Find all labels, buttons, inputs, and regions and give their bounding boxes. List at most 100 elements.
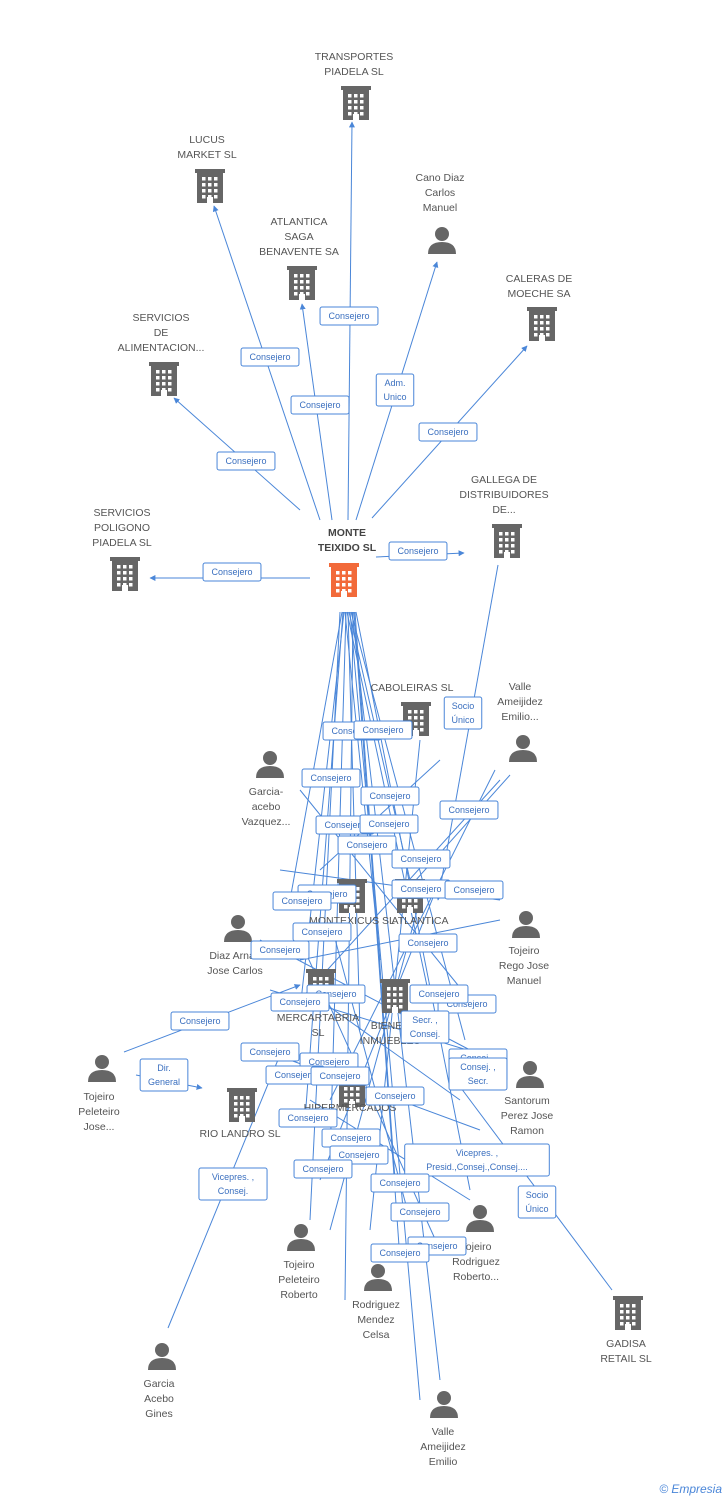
relation-label-text: General [148, 1077, 180, 1087]
person-tojeiro-pel-rob-icon[interactable] [287, 1224, 315, 1251]
person-tojeiro-rod-icon[interactable] [466, 1205, 494, 1232]
relation-label-text: Único [451, 715, 474, 725]
relation-label-text: Consejero [379, 1248, 420, 1258]
relation-label-text: Consejero [302, 1164, 343, 1174]
relation-label-text: Consejero [374, 1091, 415, 1101]
person-tojeiro-rego-icon[interactable] [512, 911, 540, 938]
node-label-line: BIENES [371, 1020, 410, 1032]
person-diaz-icon[interactable] [224, 915, 252, 942]
relation-label-text: Consejero [399, 1207, 440, 1217]
relation-label[interactable]: Consejero [391, 849, 451, 869]
person-tojeiro-pel-jose-icon[interactable] [88, 1055, 116, 1082]
relation-label[interactable]: Consejero [409, 984, 469, 1004]
company-transportes-building-icon[interactable] [341, 86, 371, 120]
relation-label[interactable]: Adm.Unico [375, 373, 415, 407]
company-gallega-building-icon[interactable] [492, 524, 522, 558]
relation-label[interactable]: Consejero [388, 541, 448, 561]
relation-label-text: Consejero [400, 884, 441, 894]
relation-label[interactable]: Consejero [444, 880, 504, 900]
relation-label[interactable]: Consejero [272, 891, 332, 911]
person-valle1-icon[interactable] [509, 735, 537, 762]
relation-label[interactable]: Consejero [301, 768, 361, 788]
relation-label-text: Consejero [448, 805, 489, 815]
relation-label-text: Consejero [400, 854, 441, 864]
relation-label[interactable]: Consejero [418, 422, 478, 442]
relation-label[interactable]: Consejero [365, 1086, 425, 1106]
relation-label[interactable]: Consejero [293, 1159, 353, 1179]
node-label-line: ALIMENTACION... [118, 342, 205, 354]
relation-label[interactable]: Consejero [390, 1202, 450, 1222]
node-label-line: Emilio... [501, 711, 538, 723]
relation-label-text: Consejero [274, 1070, 315, 1080]
relation-edge [329, 919, 411, 1221]
focus-company-building-icon[interactable] [329, 563, 359, 597]
node-label-line: DE... [492, 504, 515, 516]
person-garcia-acebo-g-icon[interactable] [148, 1343, 176, 1370]
relation-edge [289, 611, 343, 901]
relation-label[interactable]: Consejero [398, 933, 458, 953]
node-label-line: POLIGONO [94, 522, 150, 534]
relation-label-text: Consejero [211, 567, 252, 577]
person-santorum-icon[interactable] [516, 1061, 544, 1088]
relation-label[interactable]: Consejero [202, 562, 262, 582]
relation-label[interactable]: Consejero [240, 347, 300, 367]
relation-label[interactable]: Vicepres. ,Presid.,Consej.,Consej.... [404, 1143, 550, 1177]
relation-label[interactable]: Consejero [439, 800, 499, 820]
relation-label-text: Consejero [308, 1057, 349, 1067]
company-lucus-building-icon[interactable] [195, 169, 225, 203]
node-label-line: Ramon [510, 1125, 544, 1137]
relation-label[interactable]: Consejero [240, 1042, 300, 1062]
relation-label[interactable]: Consejero [359, 814, 419, 834]
node-label-line: Garcia- [249, 786, 284, 798]
relation-label-text: Consejero [346, 840, 387, 850]
relation-label[interactable]: Consejero [370, 1173, 430, 1193]
company-gadisa-building-icon[interactable] [613, 1296, 643, 1330]
company-servicios-alim-building-icon[interactable] [149, 362, 179, 396]
relation-label[interactable]: Consejero [278, 1108, 338, 1128]
relation-label-text: Consej. [218, 1186, 249, 1196]
relation-edge [344, 611, 381, 961]
relation-label[interactable]: Consejero [360, 786, 420, 806]
company-rio-landro-building-icon[interactable] [227, 1088, 257, 1122]
person-valle2-icon[interactable] [430, 1391, 458, 1418]
relation-label[interactable]: Consejero [292, 922, 352, 942]
relation-label-text: Consejero [281, 896, 322, 906]
node-label-line: SERVICIOS [133, 312, 190, 324]
relation-label[interactable]: Consejero [290, 395, 350, 415]
relation-label[interactable]: Consejero [391, 879, 451, 899]
company-servicios-pol-building-icon[interactable] [110, 557, 140, 591]
relation-label[interactable]: Consejero [170, 1011, 230, 1031]
relation-label[interactable]: Consejero [337, 835, 397, 855]
node-label-line: acebo [252, 801, 281, 813]
node-label-line: Tojeiro [284, 1259, 315, 1271]
relation-label[interactable]: Consejero [310, 1066, 370, 1086]
relation-label[interactable]: Consejero [216, 451, 276, 471]
relation-label[interactable]: Consejero [319, 306, 379, 326]
company-atlantica-saga-building-icon[interactable] [287, 266, 317, 300]
relation-edge [344, 611, 354, 1301]
node-label-line: Diaz Arnau [209, 950, 261, 962]
relation-label[interactable]: Consejero [353, 720, 413, 740]
relation-label[interactable]: Consejero [270, 992, 330, 1012]
relation-label[interactable]: Dir.General [139, 1058, 189, 1092]
node-label-line: GALLEGA DE [471, 474, 537, 486]
copyright-symbol: © [659, 1482, 669, 1496]
relation-label-text: Consejero [368, 819, 409, 829]
person-cano-icon[interactable] [428, 227, 456, 254]
person-rodriguez-icon[interactable] [364, 1264, 392, 1291]
relation-label[interactable]: Consej. ,Secr. [448, 1057, 508, 1091]
relation-label[interactable]: Vicepres. ,Consej. [198, 1167, 268, 1201]
relation-label[interactable]: Consejero [370, 1243, 430, 1263]
company-bienes-building-icon[interactable] [380, 979, 410, 1013]
person-garcia-acebo-v-icon[interactable] [256, 751, 284, 778]
relation-label[interactable]: Consejero [250, 940, 310, 960]
node-label-line: Rodriguez [352, 1299, 400, 1311]
company-caleras-building-icon[interactable] [527, 307, 557, 341]
relation-label-text: Secr. [468, 1076, 489, 1086]
relation-label[interactable]: Consejero [321, 1128, 381, 1148]
relation-edge [354, 611, 396, 1181]
relation-label[interactable]: Secr. ,Consej. [400, 1010, 450, 1044]
